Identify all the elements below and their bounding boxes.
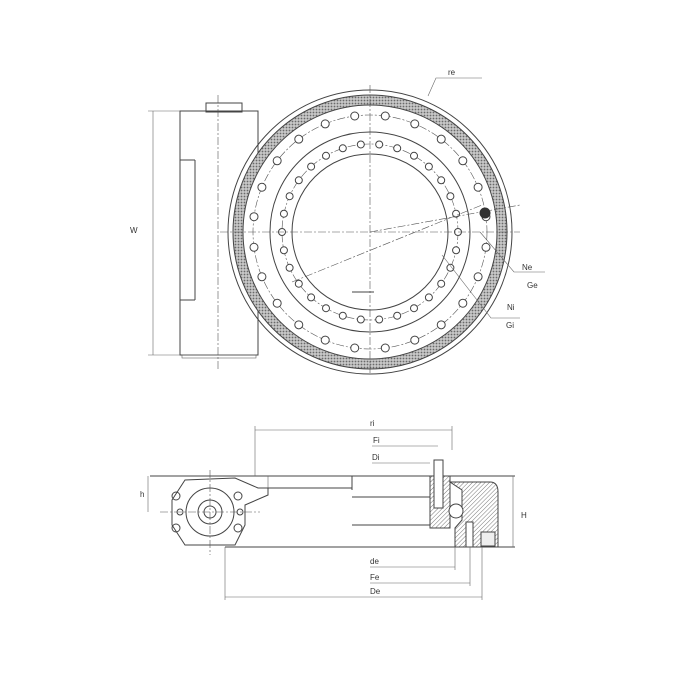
- bolt-hole: [279, 209, 288, 218]
- bolt-hole: [338, 144, 347, 153]
- bolt-hole: [294, 134, 304, 144]
- bolt-hole: [410, 304, 418, 313]
- label-ri: ri: [370, 419, 375, 428]
- bolt-hole: [473, 182, 483, 192]
- bolt-hole: [320, 119, 330, 129]
- bolt-hole: [285, 192, 294, 201]
- bolt-hole: [375, 315, 384, 324]
- bolt-hole: [424, 293, 433, 302]
- bolt-hole: [257, 182, 267, 192]
- side-dimensions: ri Fi Di h H de Fe De: [140, 419, 527, 600]
- bolt-hole: [393, 144, 402, 153]
- bolt-hole: [294, 320, 304, 330]
- bolt-hole: [473, 272, 483, 282]
- bolt-hole: [322, 304, 330, 313]
- bolt-hole: [410, 119, 420, 129]
- label-fe: Fe: [370, 573, 380, 582]
- bolt-hole: [350, 343, 360, 353]
- bolt-hole: [294, 176, 303, 185]
- bolt-hole: [436, 320, 446, 330]
- bolt-hole: [375, 140, 384, 149]
- bolt-hole: [437, 176, 446, 185]
- bolt-hole: [437, 279, 446, 288]
- label-h-small: h: [140, 490, 144, 499]
- bolt-hole: [424, 162, 433, 171]
- top-view: W re Ne Ge Ni Gi: [130, 68, 545, 375]
- bolt-hole: [481, 242, 491, 252]
- bolt-hole: [272, 298, 282, 308]
- bolt-hole: [285, 263, 294, 272]
- label-de-inner: de: [370, 557, 379, 566]
- bolt-hole: [294, 279, 303, 288]
- bolt-hole: [446, 263, 455, 272]
- bolt-hole: [458, 298, 468, 308]
- label-di: Di: [372, 453, 380, 462]
- bolt-hole: [410, 151, 418, 160]
- bearing-section: [429, 459, 499, 548]
- bolt-hole: [458, 156, 468, 166]
- label-w: W: [130, 226, 138, 235]
- inner-bolt-holes: [278, 140, 462, 324]
- slewing-ring: [220, 85, 521, 375]
- bolt-hole: [356, 140, 365, 149]
- label-de-outer: De: [370, 587, 381, 596]
- top-annotations: re Ne Ge Ni Gi: [427, 68, 545, 330]
- worm-motor-flange: [160, 470, 269, 555]
- bolt-hole: [393, 311, 402, 320]
- label-fi: Fi: [373, 436, 380, 445]
- bolt-hole: [338, 311, 347, 320]
- bolt-hole: [446, 192, 455, 201]
- label-ni: Ni: [507, 303, 515, 312]
- bolt-hole: [350, 111, 360, 121]
- bolt-hole: [307, 162, 316, 171]
- grease-nipple: [479, 207, 491, 219]
- w-dimension: W: [130, 110, 180, 356]
- bolt-hole: [380, 343, 390, 353]
- bolt-hole: [307, 293, 316, 302]
- bolt-hole: [249, 212, 259, 222]
- bolt-hole: [436, 134, 446, 144]
- bolt-hole: [356, 315, 365, 324]
- label-ne: Ne: [522, 263, 533, 272]
- bolt-hole: [452, 246, 461, 255]
- bolt-hole: [257, 272, 267, 282]
- bolt-hole: [320, 335, 330, 345]
- bolt-hole: [452, 209, 461, 218]
- bolt-hole: [380, 111, 390, 121]
- label-gi: Gi: [506, 321, 514, 330]
- bolt-hole: [249, 242, 259, 252]
- label-ge: Ge: [527, 281, 538, 290]
- bolt-hole: [279, 246, 288, 255]
- side-view: ri Fi Di h H de Fe De: [140, 419, 527, 600]
- bolt-hole: [410, 335, 420, 345]
- label-h-total: H: [521, 511, 527, 520]
- bolt-hole: [322, 151, 330, 160]
- label-re: re: [448, 68, 456, 77]
- outer-bolt-holes: [249, 111, 491, 353]
- bolt-hole: [272, 156, 282, 166]
